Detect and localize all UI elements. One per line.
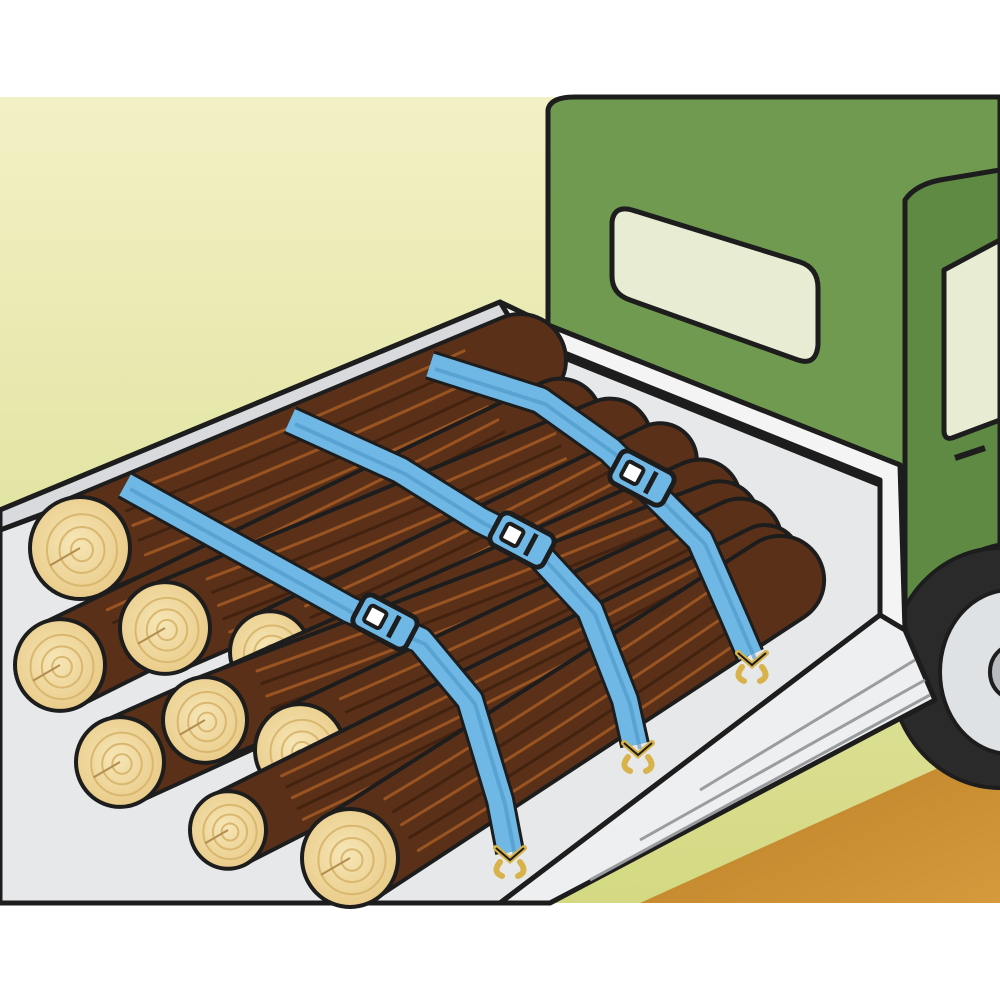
end-crack: [93, 761, 121, 779]
hook-outline: [495, 847, 525, 862]
bed-rail-groove-1: [699, 658, 916, 792]
growth-ring: [134, 596, 200, 664]
strap-set: [117, 350, 769, 879]
bark-grain: [255, 514, 661, 673]
ratchet-strap-1: [117, 471, 527, 879]
growth-ring: [220, 822, 240, 842]
growth-ring: [196, 711, 218, 733]
cab-side-window: [941, 237, 1000, 441]
bed-rail-groove-2: [639, 678, 926, 842]
growth-ring: [176, 691, 238, 753]
buckle-slot: [499, 521, 526, 548]
log-stack: [13, 312, 827, 909]
bark-grain: [391, 594, 731, 814]
ground: [640, 740, 1000, 903]
bark-grain: [400, 606, 739, 827]
bark-grain: [260, 526, 666, 685]
strap-edge-shade: [129, 487, 517, 857]
ratchet-strap-3: [425, 350, 769, 684]
growth-ring: [156, 618, 178, 642]
buckle-slot: [362, 603, 389, 630]
buckle-bar: [522, 532, 539, 557]
bed-rail-groove-3: [589, 693, 931, 882]
bark-grain: [285, 575, 708, 789]
growth-ring: [58, 526, 106, 574]
end-crack: [179, 719, 206, 736]
growth-ring: [29, 633, 95, 701]
growth-ring: [340, 848, 364, 872]
end-crack: [137, 627, 166, 645]
bark-grain: [383, 581, 723, 801]
ratchet-strap-2: [283, 406, 655, 774]
end-crack: [204, 829, 229, 845]
growth-ring: [145, 608, 189, 652]
buckle-bar: [642, 470, 659, 495]
growth-ring: [111, 753, 133, 775]
growth-ring: [101, 742, 143, 786]
bed-side-rail: [497, 612, 938, 906]
hook-outline: [737, 652, 767, 667]
growth-ring: [187, 701, 227, 743]
buckle-bar: [385, 614, 402, 639]
wheel-hub: [988, 647, 1000, 697]
end-crack: [32, 664, 61, 682]
bark-grain: [345, 547, 692, 714]
door-handle: [954, 445, 986, 461]
growth-ring: [90, 731, 154, 797]
bark-grain: [216, 457, 567, 607]
strap-buckle: [350, 592, 420, 652]
strap-buckle: [487, 510, 557, 570]
bark-grain: [338, 534, 686, 701]
growth-ring: [46, 513, 118, 587]
log-9: [300, 533, 827, 909]
growth-ring: [317, 824, 387, 896]
truck-cab: [545, 94, 1000, 633]
bark-grain: [416, 630, 755, 852]
bark-grain: [408, 618, 747, 840]
growth-ring: [202, 803, 258, 861]
growth-ring: [329, 836, 375, 884]
growth-ring: [211, 813, 249, 851]
strap-buckle: [607, 448, 677, 508]
cab-rear-window: [609, 206, 821, 364]
growth-ring: [51, 655, 73, 679]
hook-outline: [623, 742, 653, 757]
buckle-slot: [619, 459, 646, 486]
bark-grain: [303, 455, 612, 608]
growth-ring: [70, 537, 94, 563]
end-crack: [320, 857, 351, 876]
bark-grain: [280, 564, 703, 778]
end-crack: [49, 547, 81, 567]
growth-ring: [40, 645, 84, 689]
wheel-rim: [938, 588, 1000, 756]
